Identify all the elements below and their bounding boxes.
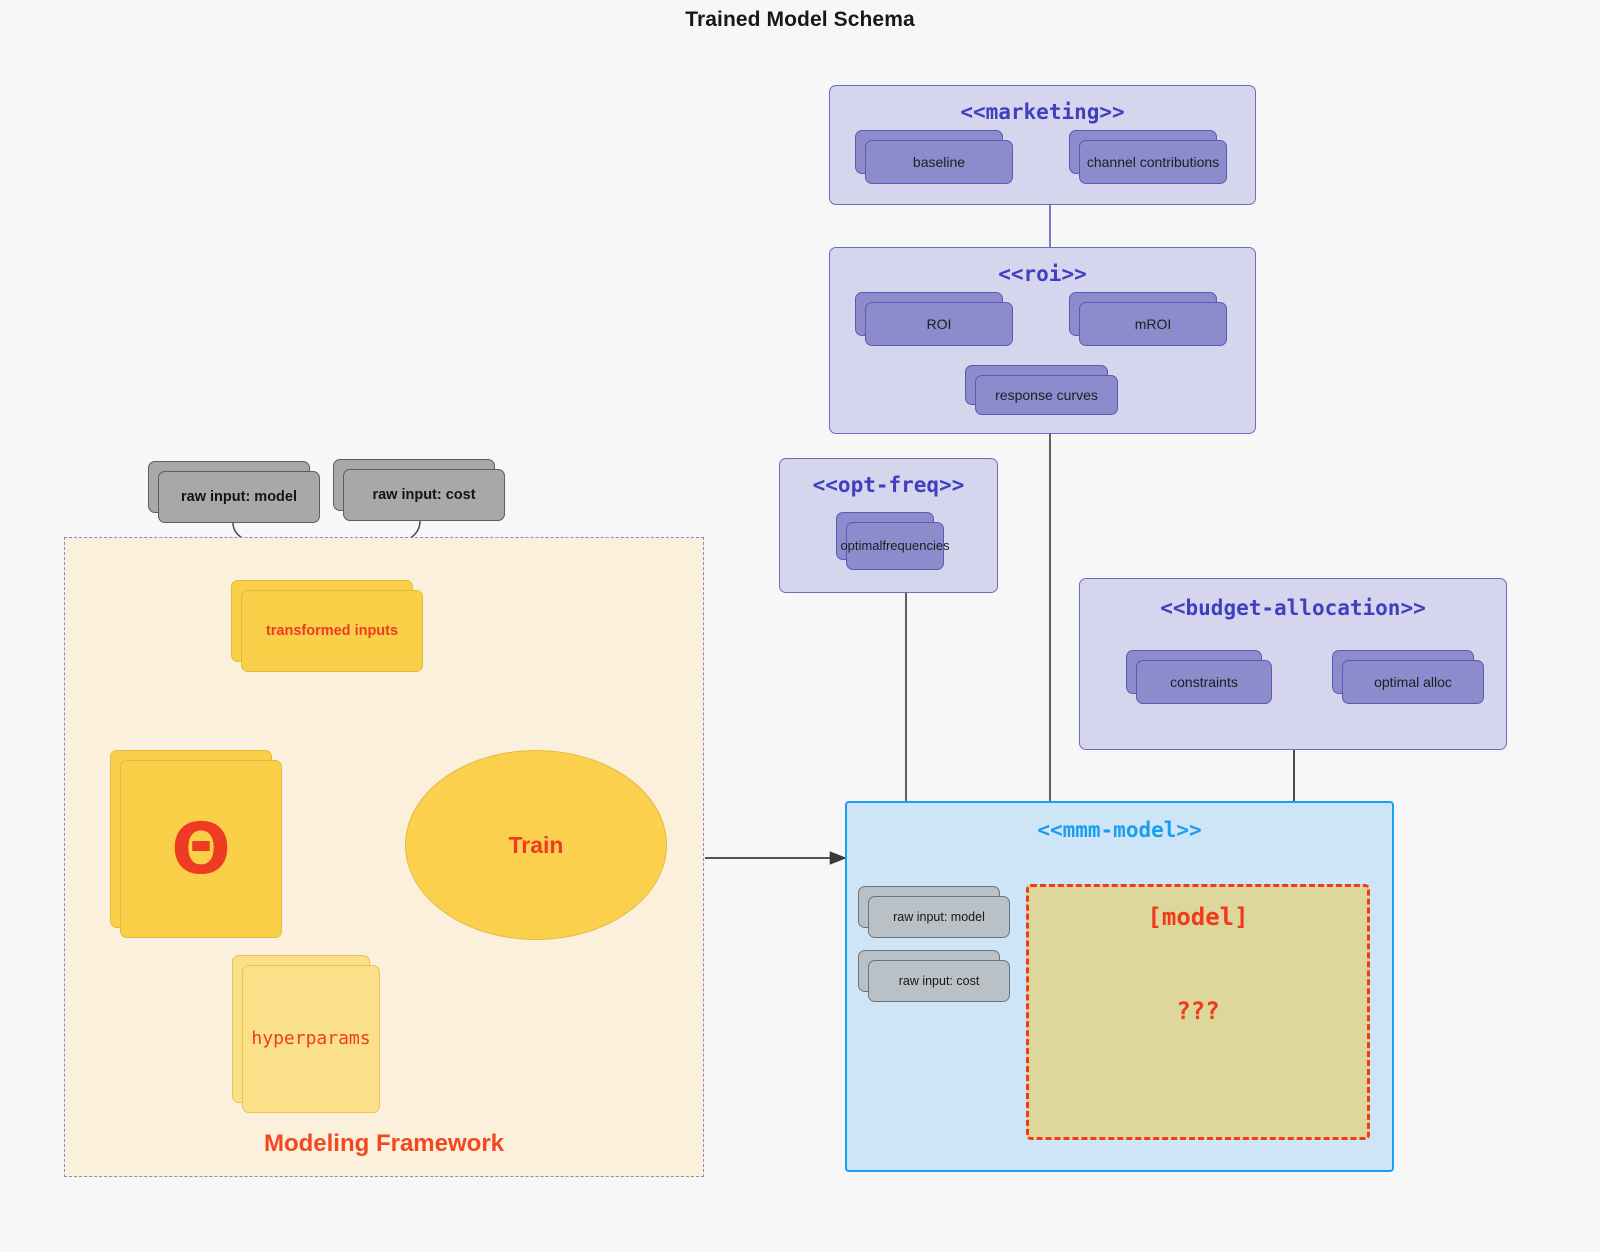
model-input-raw-model-label: raw input: model — [868, 896, 1010, 938]
node-train[interactable]: Train — [405, 750, 667, 940]
node-optimal-alloc[interactable]: optimal alloc — [1332, 650, 1484, 704]
node-theta[interactable]: Θ — [110, 750, 282, 938]
node-optimal-frequencies[interactable]: optimal frequencies — [836, 512, 950, 570]
model-input-raw-model[interactable]: raw input: model — [858, 886, 1010, 938]
package-mmm-model-title: <<mmm-model>> — [1037, 818, 1202, 842]
node-roi-label: ROI — [865, 302, 1013, 346]
package-roi-title: <<roi>> — [998, 262, 1087, 286]
node-channel-contributions-label: channel contributions — [1079, 140, 1227, 184]
node-constraints[interactable]: constraints — [1126, 650, 1272, 704]
node-hyperparams[interactable]: hyperparams — [232, 955, 380, 1113]
raw-input-model-label: raw input: model — [158, 471, 320, 523]
node-roi[interactable]: ROI — [855, 292, 1013, 346]
package-budget-allocation-title: <<budget-allocation>> — [1160, 596, 1426, 620]
node-mroi[interactable]: mROI — [1069, 292, 1227, 346]
model-input-raw-cost-label: raw input: cost — [868, 960, 1010, 1002]
node-response-curves-label: response curves — [975, 375, 1118, 415]
node-transformed-inputs-label: transformed inputs — [241, 590, 423, 672]
node-transformed-inputs[interactable]: transformed inputs — [231, 580, 423, 672]
node-mroi-label: mROI — [1079, 302, 1227, 346]
node-train-label: Train — [508, 831, 564, 858]
raw-input-model[interactable]: raw input: model — [148, 461, 320, 523]
model-placeholder-line1: [model] — [1147, 903, 1249, 931]
node-hyperparams-label: hyperparams — [242, 965, 380, 1113]
node-optimal-frequencies-label: optimal frequencies — [840, 522, 950, 570]
raw-input-cost[interactable]: raw input: cost — [333, 459, 505, 521]
package-opt-freq-title: <<opt-freq>> — [812, 473, 965, 497]
raw-input-cost-label: raw input: cost — [343, 469, 505, 521]
model-placeholder-line2: ??? — [1176, 997, 1220, 1025]
model-placeholder[interactable]: [model] ??? — [1026, 884, 1370, 1140]
node-theta-label: Θ — [120, 760, 282, 938]
node-baseline-label: baseline — [865, 140, 1013, 184]
page-title: Trained Model Schema — [685, 8, 915, 31]
line-2: frequencies — [882, 537, 950, 553]
node-baseline[interactable]: baseline — [855, 130, 1013, 184]
model-input-raw-cost[interactable]: raw input: cost — [858, 950, 1010, 1002]
node-constraints-label: constraints — [1136, 660, 1272, 704]
node-optimal-alloc-label: optimal alloc — [1342, 660, 1484, 704]
modeling-framework-label: Modeling Framework — [263, 1130, 505, 1157]
package-marketing-title: <<marketing>> — [960, 100, 1125, 124]
line-1: optimal — [840, 537, 883, 553]
node-response-curves[interactable]: response curves — [965, 365, 1118, 415]
node-channel-contributions[interactable]: channel contributions — [1069, 130, 1227, 184]
